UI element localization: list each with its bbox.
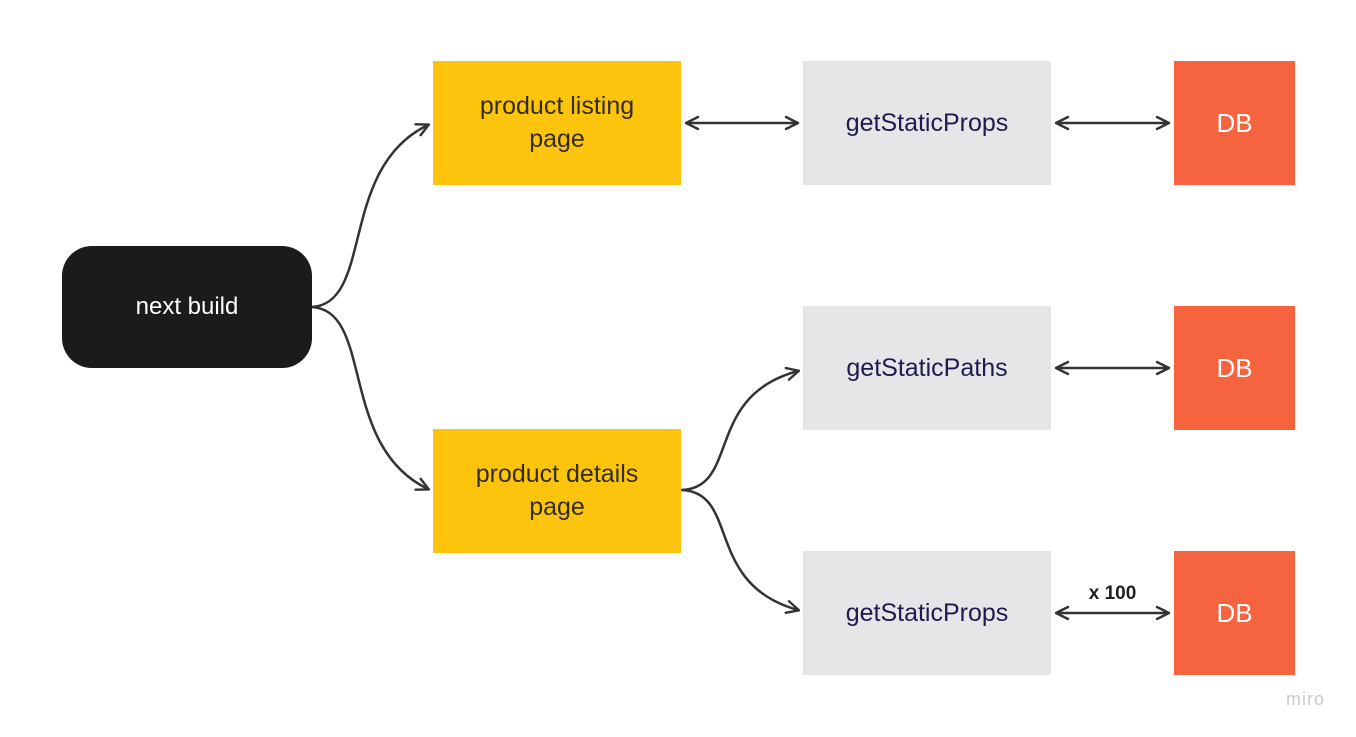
node-product-details-page[interactable]: product details page: [433, 429, 681, 553]
connector-details-to-paths[interactable]: [680, 366, 801, 492]
node-product-details-page-label: product details page: [475, 460, 639, 521]
connector-details-to-propsbottom[interactable]: [680, 488, 801, 615]
node-product-listing-page-label: product listing page: [479, 92, 635, 153]
node-db-top[interactable]: DB: [1174, 61, 1295, 185]
node-next-build[interactable]: next build: [62, 246, 312, 368]
node-product-listing-page[interactable]: product listing page: [433, 61, 681, 185]
node-get-static-paths-label: getStaticPaths: [846, 353, 1008, 382]
node-get-static-props-top-label: getStaticProps: [845, 108, 1009, 137]
node-db-bottom-label: DB: [1216, 597, 1253, 628]
node-next-build-label: next build: [135, 293, 239, 321]
miro-watermark: miro: [1286, 689, 1325, 709]
connector-label-x100: x 100: [1088, 583, 1137, 604]
node-get-static-paths[interactable]: getStaticPaths: [803, 306, 1051, 430]
node-get-static-props-top[interactable]: getStaticProps: [803, 61, 1051, 185]
node-db-middle-label: DB: [1216, 352, 1253, 383]
connector-nextbuild-to-listing[interactable]: [310, 123, 431, 309]
node-get-static-props-bottom[interactable]: getStaticProps: [803, 551, 1051, 675]
node-get-static-props-bottom-label: getStaticProps: [845, 598, 1009, 627]
connector-nextbuild-to-details[interactable]: [310, 305, 431, 491]
node-db-top-label: DB: [1216, 107, 1253, 138]
node-db-bottom[interactable]: DB: [1174, 551, 1295, 675]
node-db-middle[interactable]: DB: [1174, 306, 1295, 430]
